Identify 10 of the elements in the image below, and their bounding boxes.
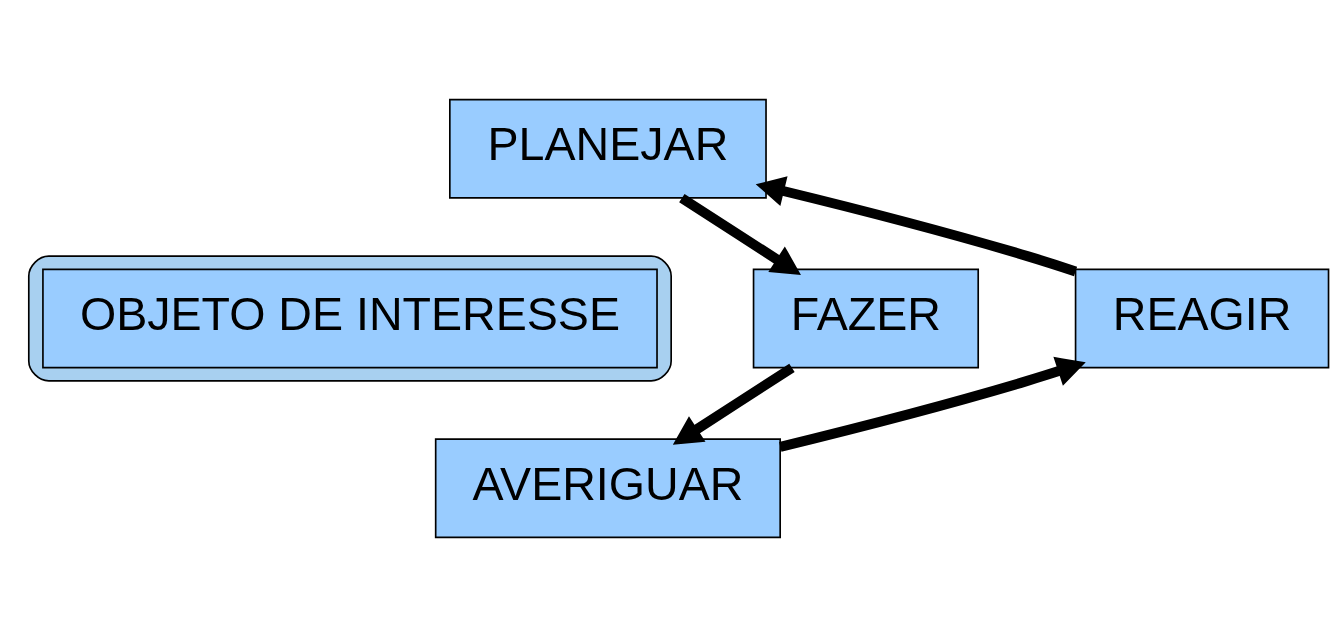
node-box: FAZER — [752, 268, 980, 369]
arrow — [779, 356, 1086, 452]
arrow — [755, 176, 1078, 277]
arrow — [679, 193, 801, 275]
node-box: PLANEJAR — [449, 98, 767, 199]
cluster — [27, 255, 672, 382]
node-box: REAGIR — [1074, 268, 1330, 369]
arrow — [672, 363, 795, 445]
node-box: AVERIGUAR — [434, 438, 781, 539]
node-box: OBJETO DE INTERESSE — [42, 268, 658, 369]
